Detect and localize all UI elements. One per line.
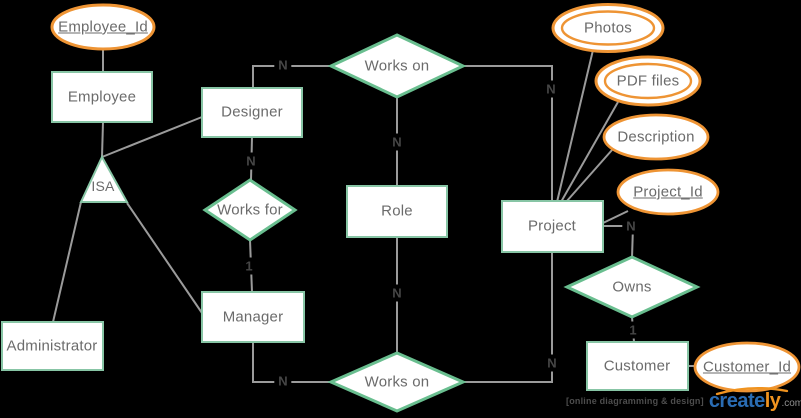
entity-project[interactable]: [501, 200, 604, 253]
isa-label: ISA: [91, 178, 115, 194]
attribute-customer-id[interactable]: [693, 341, 801, 393]
relationship-owns-label: Owns: [612, 278, 652, 296]
line-manager-workson-bottom: [252, 342, 331, 383]
attribute-pdf-files[interactable]: [594, 55, 702, 107]
attribute-description[interactable]: [602, 113, 710, 161]
entity-designer-label: Designer: [221, 103, 283, 121]
cardinality-workson-project-bottom: N: [543, 354, 561, 372]
entity-role-label: Role: [381, 202, 413, 220]
line-isa-designer: [101, 116, 203, 158]
creately-logo-text-blue: create: [708, 390, 765, 412]
attribute-customer-id-label: Customer_Id: [702, 358, 792, 376]
attribute-photos-label: Photos: [584, 19, 632, 37]
entity-manager[interactable]: [201, 291, 305, 343]
entity-manager-label: Manager: [222, 308, 284, 326]
line-workson-top-project: [463, 65, 553, 202]
relationship-workson-bottom[interactable]: [327, 351, 467, 413]
line-workson-bottom-project: [463, 252, 553, 383]
relationship-shapes: [202, 33, 701, 413]
attribute-pdf-files-label: PDF files: [616, 72, 680, 90]
relationship-workson-top[interactable]: [327, 33, 467, 99]
attribute-description-label: Description: [617, 128, 695, 146]
line-description-project: [565, 149, 613, 203]
attribute-photos[interactable]: [551, 3, 665, 53]
entity-customer[interactable]: [586, 341, 689, 391]
relationship-worksfor[interactable]: [202, 178, 298, 242]
creately-domain: .com: [781, 398, 801, 409]
cardinality-owns-customer: 1: [625, 321, 641, 339]
attribute-employee-id-label: Employee_Id: [58, 18, 148, 36]
cardinality-manager-workson: N: [274, 372, 292, 390]
creately-logo-text-orange: ly: [764, 390, 781, 412]
cardinality-workson-role: N: [388, 133, 406, 151]
entity-employee-label: Employee: [67, 88, 137, 106]
relationship-workson-top-label: Works on: [364, 57, 430, 75]
attribute-project-id-label: Project_Id: [633, 183, 703, 201]
watermark-tagline: [online diagramming & design]: [566, 396, 704, 406]
cardinality-role-workson: N: [388, 284, 406, 302]
entity-shapes: [1, 71, 689, 391]
line-employee-isa: [101, 121, 104, 158]
line-photos-project: [556, 49, 594, 203]
creately-logo: creately: [708, 386, 788, 412]
line-isa-manager: [126, 202, 203, 314]
creately-watermark: [online diagramming & design] creately .…: [566, 386, 801, 412]
cardinality-worksfor-manager: 1: [241, 257, 257, 275]
relationship-owns[interactable]: [563, 255, 701, 319]
attribute-employee-id[interactable]: [50, 3, 156, 51]
entity-designer[interactable]: [201, 87, 303, 138]
relationship-workson-bottom-label: Works on: [364, 373, 430, 391]
creately-swoosh-icon: [715, 386, 788, 396]
entity-administrator-label: Administrator: [6, 337, 98, 355]
attribute-shapes: [50, 3, 801, 393]
line-designer-workson-top: [252, 65, 331, 88]
attribute-project-id[interactable]: [616, 168, 720, 216]
entity-role[interactable]: [346, 185, 448, 238]
entity-employee[interactable]: [51, 71, 153, 123]
entity-customer-label: Customer: [603, 357, 671, 375]
cardinality-project-owns: N: [622, 217, 640, 235]
line-isa-administrator: [52, 201, 82, 323]
cardinality-designer-workson: N: [274, 56, 292, 74]
entity-administrator[interactable]: [1, 321, 104, 371]
line-pdffiles-project: [560, 101, 619, 203]
cardinality-workson-project-top: N: [542, 80, 560, 98]
line-projectid-project: [602, 210, 629, 224]
entity-project-label: Project: [527, 217, 577, 235]
cardinality-designer-worksfor: N: [242, 152, 260, 170]
relationship-worksfor-label: Works for: [217, 201, 283, 219]
isa-triangle[interactable]: [79, 154, 129, 203]
